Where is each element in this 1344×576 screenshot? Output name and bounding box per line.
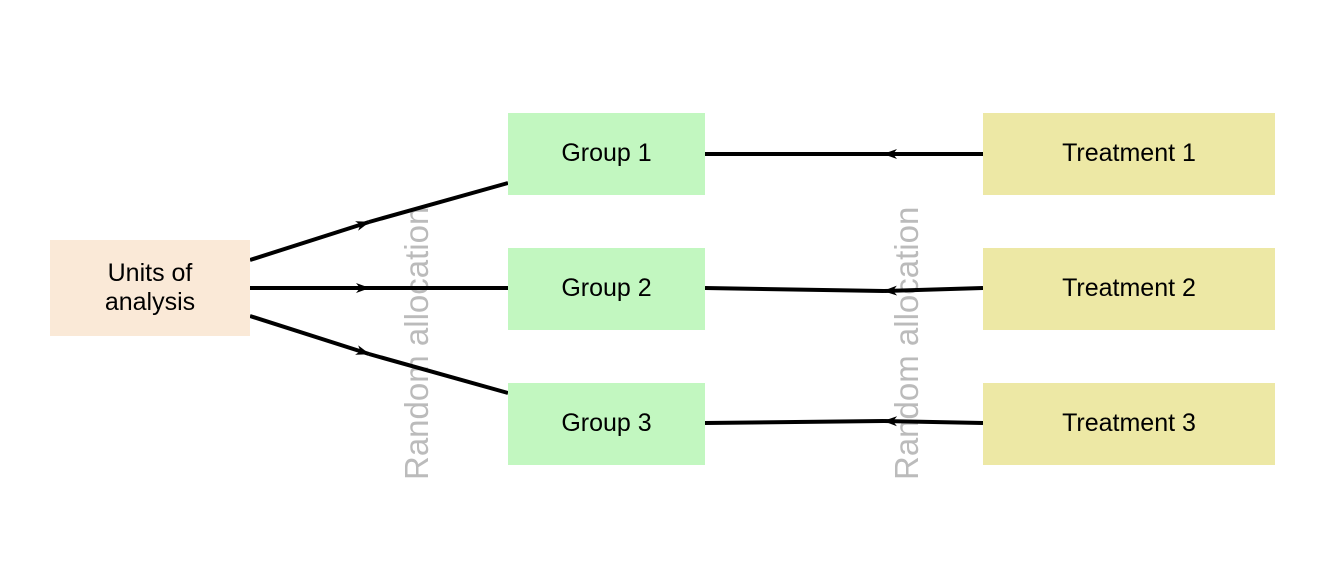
edge-source-to-group-3 (249, 314, 509, 395)
edge-source-to-group-1 (249, 181, 509, 262)
edge-treatment-2-to-group-2 (704, 285, 984, 296)
node-treatment-2[interactable]: Treatment 2 (983, 248, 1275, 330)
node-units-of-analysis[interactable]: Units of analysis (50, 240, 250, 336)
node-group-2[interactable]: Group 2 (508, 248, 705, 330)
node-treatment-1[interactable]: Treatment 1 (983, 113, 1275, 195)
edge-treatment-3-to-group-3 (704, 416, 984, 427)
node-group-1[interactable]: Group 1 (508, 113, 705, 195)
node-treatment-3[interactable]: Treatment 3 (983, 383, 1275, 465)
rotated-label-random-allocation-2: Random allocation (888, 206, 925, 480)
node-group-3[interactable]: Group 3 (508, 383, 705, 465)
rotated-label-random-allocation-1: Random allocation (398, 206, 435, 480)
